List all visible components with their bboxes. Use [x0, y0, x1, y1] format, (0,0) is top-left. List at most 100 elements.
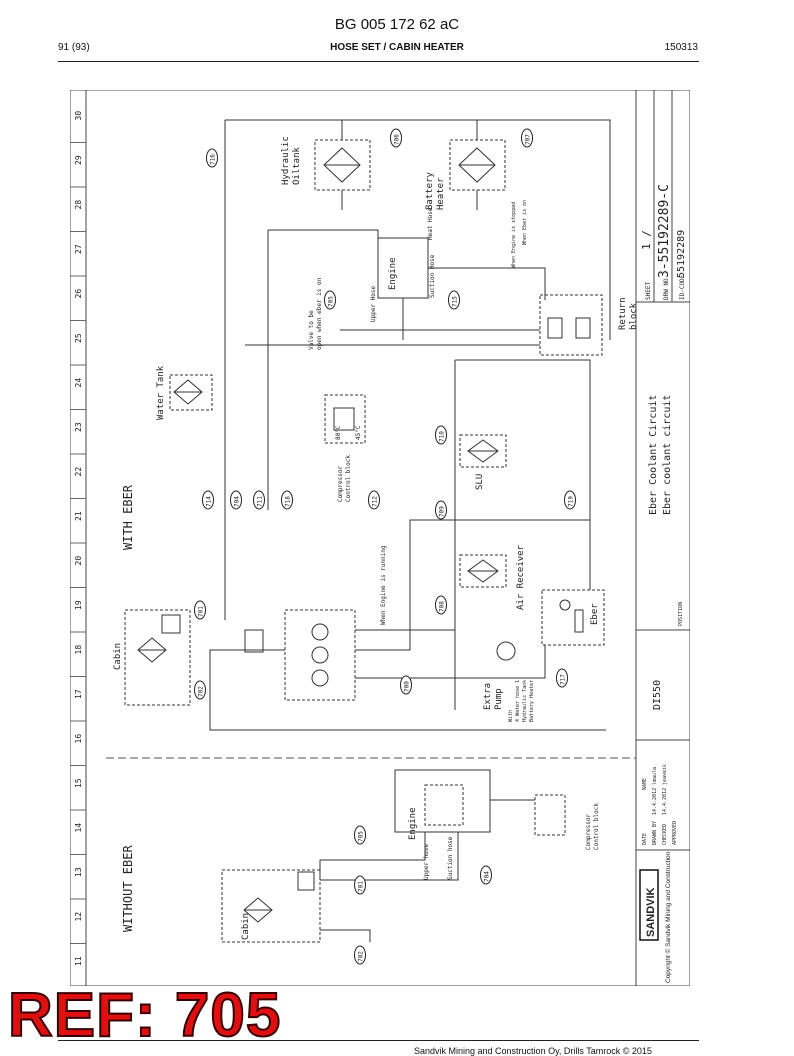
return-block-label-line-2: block: [629, 302, 639, 330]
svg-text:APPROVED: APPROVED: [672, 821, 678, 845]
hose-ref-706: 706: [394, 134, 401, 145]
hose-ref-715: 715: [452, 296, 459, 307]
slu-box: [459, 434, 507, 468]
grid-label-23: 23: [74, 422, 83, 432]
hose-ref-710: 710: [439, 431, 446, 442]
grid-label-18: 18: [74, 645, 83, 655]
position-label: POSITION: [678, 602, 684, 626]
grid-label-15: 15: [74, 778, 83, 788]
hose-ref-705-bubble: [324, 290, 336, 310]
id-code-label: ID-CODE: [679, 274, 686, 300]
hose-ref-without-701: 701: [358, 881, 365, 892]
hose-ref-709-bubble: [435, 500, 447, 520]
hose-ref-715-bubble: [448, 290, 460, 310]
hose-ref-712-bubble: [368, 490, 380, 510]
battery-heater-label-line-1: Battery: [425, 171, 435, 210]
water-tank-label: Water Tank: [156, 365, 166, 420]
hose-ref-without-704: 704: [484, 871, 491, 882]
hose-ref-709: 709: [439, 506, 446, 517]
date-code: 150313: [664, 42, 698, 53]
hose-ref-716-bubble: [206, 148, 218, 168]
hose-ref-701: 701: [198, 606, 205, 617]
cabin-box: [124, 609, 191, 706]
valve-note-line-1: Valve to be: [308, 310, 315, 350]
valve-note-line-2: open when eber is on: [316, 277, 323, 350]
svg-text:DRAWN BY: DRAWN BY: [652, 821, 658, 845]
air-receiver-box: [459, 554, 507, 588]
svg-text:DATE: DATE: [642, 833, 648, 845]
page-title: HOSE SET / CABIN HEATER: [330, 42, 464, 53]
battery-heater-label-line-2: Heater: [436, 177, 446, 210]
hose-ref-712: 712: [372, 496, 379, 507]
return-block-label-line-1: Return: [618, 297, 628, 330]
hose-ref-705: 705: [328, 296, 335, 307]
hose-ref-714: 714: [206, 496, 213, 507]
hose-ref-702: 702: [198, 686, 205, 697]
grid-label-13: 13: [74, 867, 83, 877]
sandvik-logo: SANDVIK: [645, 887, 657, 937]
hose-ref-719: 719: [568, 496, 575, 507]
hose-ref-without-702: 702: [358, 951, 365, 962]
coolant-circuit-title: Eber Coolant Circuit: [648, 395, 659, 515]
hose-ref-714-bubble: [202, 490, 214, 510]
reference-stamp: REF: 705: [7, 980, 282, 1051]
hydraulic-oiltank-label-line-2: Oiltank: [292, 146, 302, 185]
page-number: 91 (93): [58, 42, 90, 53]
hose-ref-without-702-bubble: [354, 945, 366, 965]
grid-label-16: 16: [74, 734, 83, 744]
grid-label-24: 24: [74, 378, 83, 388]
footer-divider: [58, 1040, 699, 1041]
cabin-label: Cabin: [113, 643, 123, 670]
compressor-box-2: [534, 794, 566, 836]
svg-text:14.4.2012: 14.4.2012: [662, 788, 668, 815]
title-block: SHEET 1 / DRW NO 3-55192289-C ID-CODE 55…: [635, 90, 690, 986]
grid-label-11: 11: [74, 956, 83, 966]
grid-label-27: 27: [74, 244, 83, 254]
grid-label-19: 19: [74, 600, 83, 610]
upper-hose-label-2: Upper hose: [423, 843, 430, 880]
hose-ref-716: 716: [210, 154, 217, 165]
hose-ref-without-704-bubble: [480, 865, 492, 885]
suction-hose-label-2: Suction hose: [447, 836, 454, 880]
header-divider: [58, 61, 699, 62]
grid-label-26: 26: [74, 289, 83, 299]
hose-ref-718-bubble: [281, 490, 293, 510]
sandvik-logo-box: [639, 869, 659, 941]
compressor-control-block-label-line-1: Compressor: [337, 465, 344, 502]
svg-text:14.4.2012: 14.4.2012: [652, 788, 658, 815]
compressor-control-block-label-line-2: Control block: [345, 455, 352, 502]
cabin-label-2: Cabin: [241, 913, 251, 940]
grid-label-20: 20: [74, 556, 83, 566]
grid-label-17: 17: [74, 689, 83, 699]
extra-pump-note-line-2: 4 Water hose 1: [515, 680, 521, 722]
section-label-without-eber: WITHOUT EBER: [121, 845, 135, 932]
hose-ref-701-bubble: [194, 600, 206, 620]
engine-stopped-note: When Engine is stopped: [511, 202, 517, 268]
eber-box: [541, 589, 605, 646]
grid-label-21: 21: [74, 511, 83, 521]
water-tank-box: [169, 374, 213, 411]
copyright-note: Copyright © Sandvik Mining and Construct…: [664, 851, 672, 983]
hose-ref-704: 704: [234, 496, 241, 507]
hose-ref-719-bubble: [564, 490, 576, 510]
compressor-control-block-label-2-line-2: Control block: [593, 803, 600, 850]
compressor-control-block-box: [324, 394, 366, 444]
eber-on-note: When Eber is on: [522, 200, 528, 245]
grid-label-14: 14: [74, 823, 83, 833]
extra-pump-label-line-2: Pump: [494, 688, 504, 710]
footer-company: Sandvik Mining and Construction Oy, Dril…: [414, 1046, 652, 1056]
hose-ref-707: 707: [525, 134, 532, 145]
drawing-number-value: 3-55192289-C: [657, 184, 672, 278]
extra-pump-note-line-4: Battery Heater: [529, 680, 535, 722]
hose-ref-708-bubble: [435, 595, 447, 615]
hose-ref-711: 711: [257, 496, 264, 507]
hose-ref-without-701-bubble: [354, 875, 366, 895]
model-label: DI550: [652, 680, 663, 710]
suction-hose-label: Suction Hose: [429, 254, 436, 298]
valve-manifold-box: [284, 609, 356, 701]
hose-ref-700: 700: [404, 681, 411, 692]
extra-pump-symbol: [496, 641, 516, 661]
